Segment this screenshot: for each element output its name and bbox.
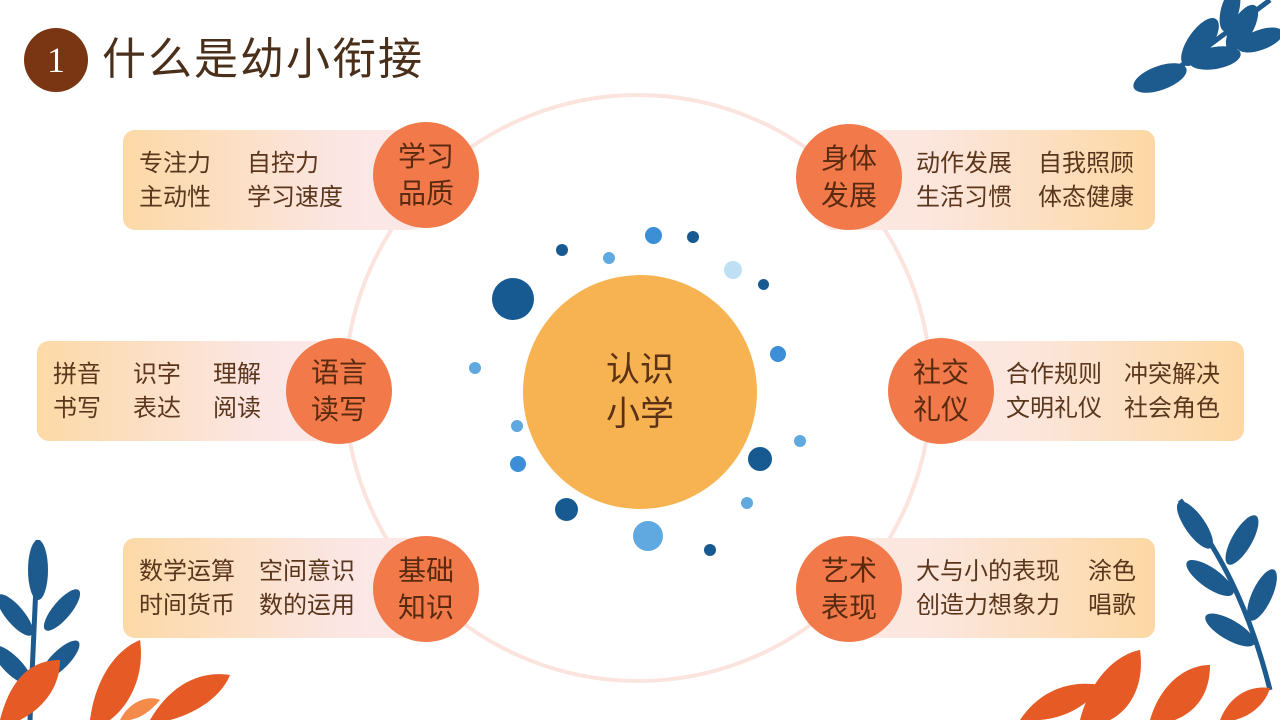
dot [633,521,663,551]
bottom-right-orange-leaf-icon [1020,650,1270,720]
pill-item: 生活习惯 [916,183,1012,211]
pill-item: 阅读 [213,394,261,422]
pill-item: 自我照顾 [1038,149,1134,177]
dot [556,244,568,256]
dot [687,231,699,243]
language-literacy-circle: 语言 读写 [286,338,392,444]
dot [741,497,753,509]
dot [511,420,523,432]
dot [794,435,806,447]
learning-quality-circle: 学习 品质 [373,122,479,228]
pill-item: 合作规则 [1006,360,1102,388]
dot [469,362,481,374]
dot [748,447,772,471]
art-expression-circle: 艺术 表现 [796,536,902,642]
category-label-line2: 表现 [820,591,877,624]
pill-item: 创造力想象力 [916,591,1060,619]
pill-item: 主动性 [139,183,211,211]
center-label-line1: 认识 [606,350,674,390]
pill-item: 动作发展 [916,149,1012,177]
pill-item: 涂色 [1088,557,1136,585]
dot [492,278,534,320]
category-label-line2: 发展 [820,179,877,212]
category-label-line2: 礼仪 [912,393,969,426]
pill-item: 唱歌 [1088,591,1136,619]
center-label-line2: 小学 [606,394,674,434]
bottom-left-orange-leaf-icon [0,640,230,720]
dot [704,544,716,556]
dot [555,498,578,521]
category-label-line1: 基础 [397,554,454,587]
pill-item: 拼音 [53,360,101,388]
dot [758,279,769,290]
top-right-blue-leaf-branch-icon [1133,0,1280,93]
category-label-line1: 身体 [820,142,877,175]
category-label-line1: 艺术 [820,554,877,587]
dot [603,252,615,264]
pill-item: 空间意识 [259,557,355,585]
pill-item: 大与小的表现 [916,557,1060,585]
pill-item: 社会角色 [1124,394,1220,422]
pill-item: 识字 [133,360,181,388]
category-label-line2: 品质 [397,177,454,210]
pill-item: 自控力 [247,149,319,177]
category-label-line1: 语言 [310,356,367,389]
category-label-line2: 读写 [310,393,367,426]
pill-item: 冲突解决 [1124,360,1220,388]
dot [770,346,786,362]
section-number-badge: 1 [24,28,88,92]
pill-item: 学习速度 [247,183,343,211]
section-number: 1 [47,40,65,80]
category-label-line2: 知识 [397,591,454,624]
pill-item: 数的运用 [259,591,355,619]
bottom-right-blue-leaf-branch-icon [1176,498,1277,691]
social-etiquette-circle: 社交 礼仪 [888,338,994,444]
page-title: 什么是幼小衔接 [102,34,424,85]
pill-item: 理解 [213,360,261,388]
category-label-line1: 学习 [397,140,454,173]
basic-knowledge-circle: 基础 知识 [373,536,479,642]
pill-item: 专注力 [139,149,211,177]
pill-item: 体态健康 [1038,183,1134,211]
pill-item: 数学运算 [139,557,235,585]
pill-item: 表达 [133,394,181,422]
physical-development-circle: 身体 发展 [796,124,902,230]
pill-item: 文明礼仪 [1006,394,1102,422]
pill-item: 时间货币 [139,591,235,619]
pill-item: 书写 [53,394,101,422]
dot [510,456,526,472]
dot [645,227,662,244]
center-circle: 认识 小学 [523,275,757,509]
dot [724,261,742,279]
category-label-line1: 社交 [912,356,969,389]
